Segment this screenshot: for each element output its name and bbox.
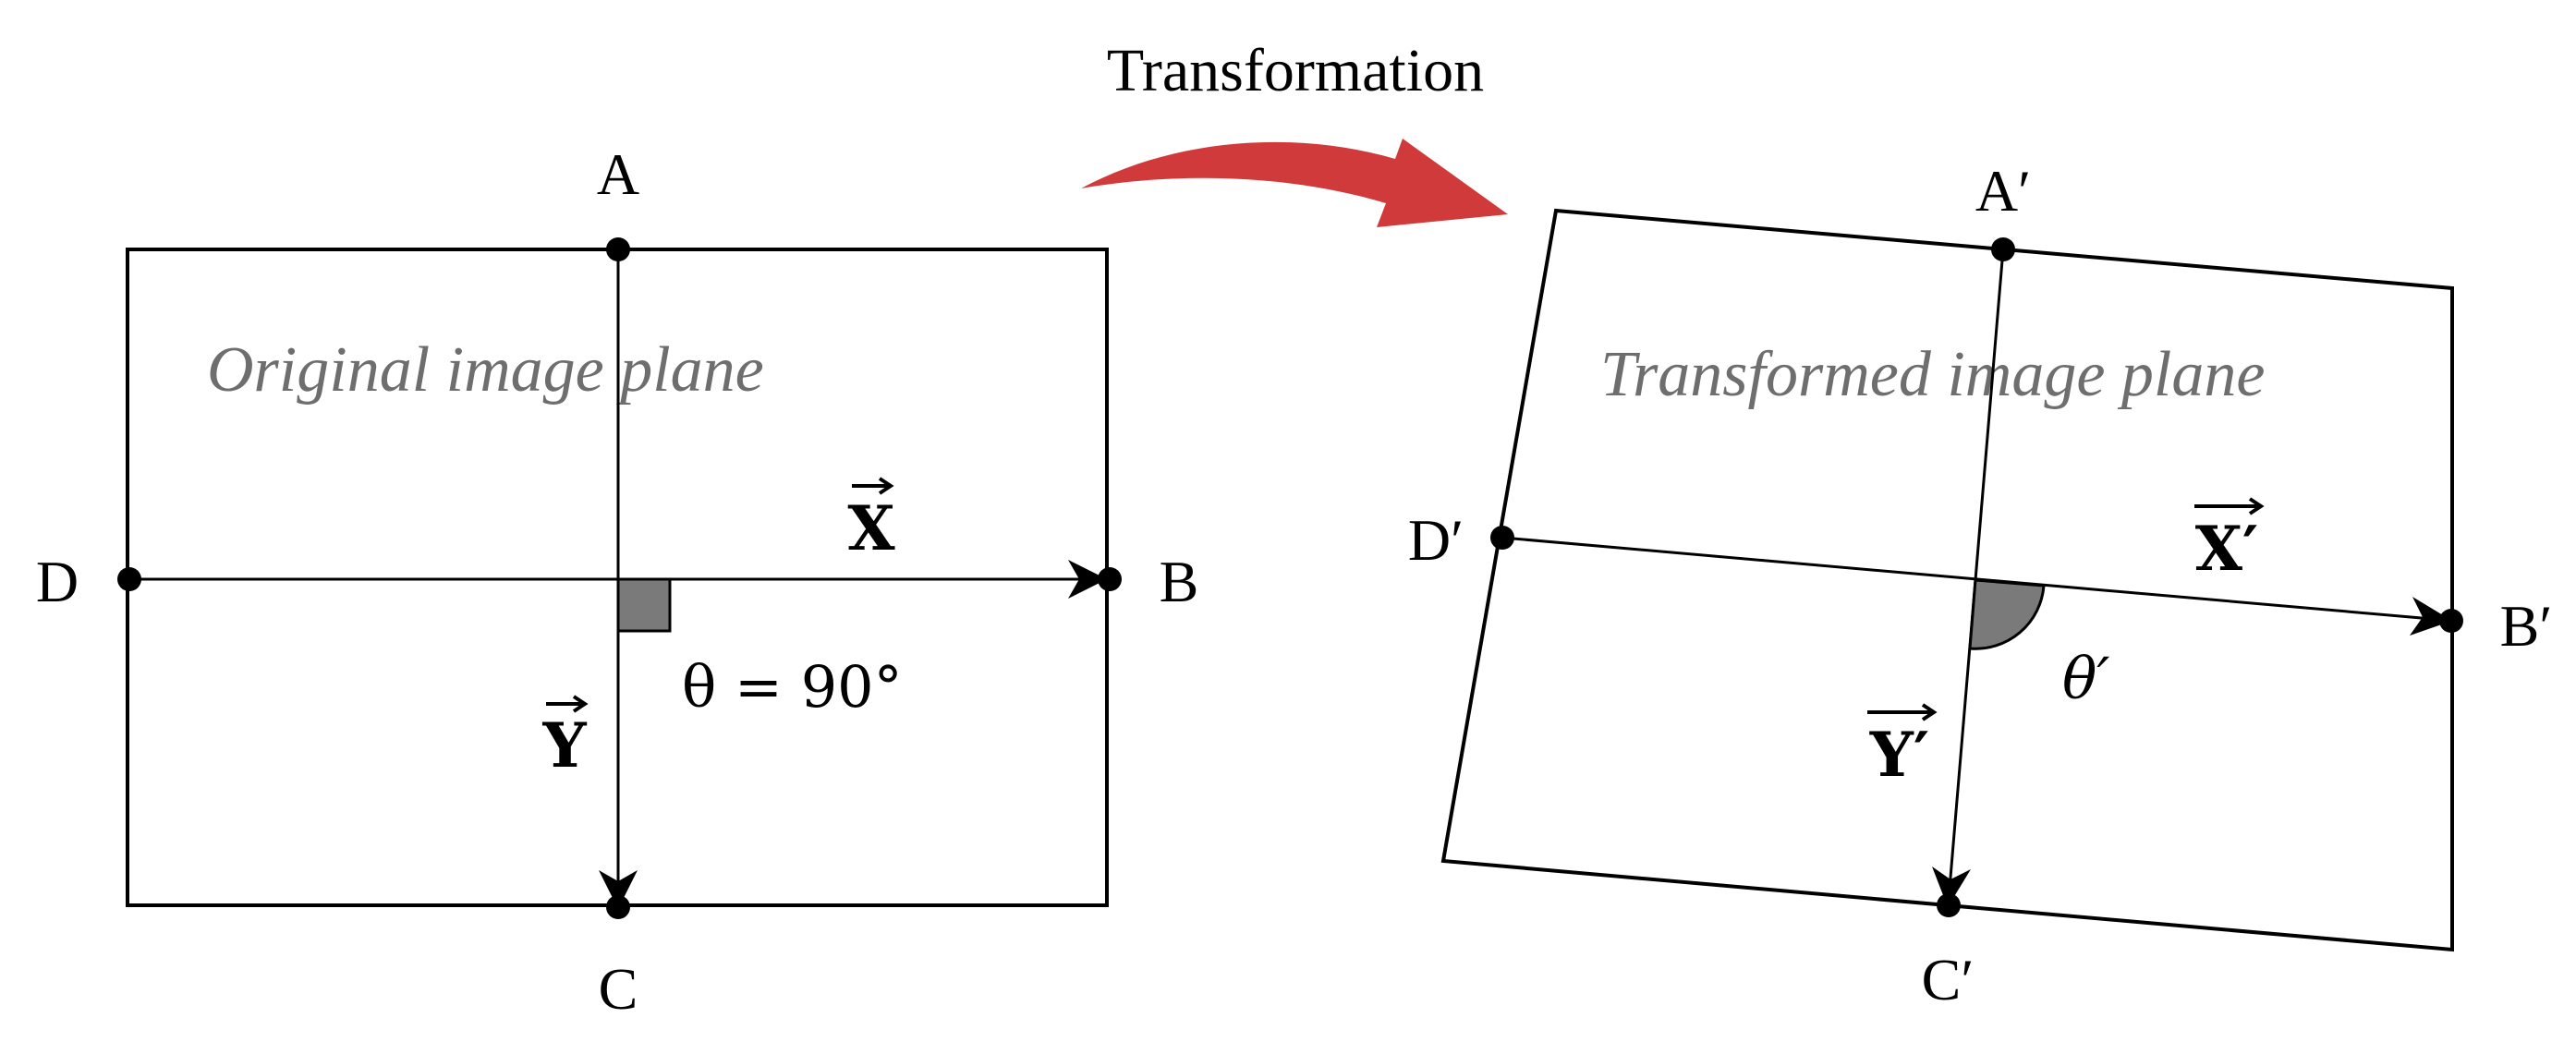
transformed-y-axis — [1948, 248, 2005, 890]
transformed-plane-border — [1440, 208, 2454, 952]
original-plane-label: Original image plane — [207, 334, 764, 406]
original-label-c: C — [599, 956, 638, 1022]
original-point-d — [117, 567, 141, 591]
transformed-y-arrowhead — [1932, 866, 1971, 907]
original-vector-y-arrow-icon — [546, 695, 589, 713]
transformation-arrow-icon — [1081, 139, 1508, 227]
original-point-c — [606, 895, 630, 919]
original-vector-x-arrow-icon — [852, 477, 894, 495]
transformed-plane: Transformed image plane A′ B′ C′ D′ X′ Y… — [1408, 158, 2552, 1012]
original-right-angle-marker — [616, 577, 672, 633]
original-vector-x: X — [847, 492, 895, 564]
transformed-plane-label: Transformed image plane — [1600, 339, 2265, 410]
original-point-b — [1098, 567, 1122, 591]
original-x-arrowhead — [1068, 560, 1107, 599]
transformation-title: Transformation — [1107, 37, 1484, 104]
original-label-b: B — [1160, 549, 1199, 614]
original-point-a — [606, 237, 630, 261]
transformed-vector-x: X′ — [2195, 513, 2259, 585]
transformed-angle-label: θ′ — [2062, 645, 2109, 712]
transformed-x-axis — [1501, 536, 2433, 621]
original-vector-y: Y — [541, 709, 587, 782]
original-label-d: D — [36, 549, 79, 614]
transformed-label-b: B′ — [2500, 593, 2553, 659]
original-label-a: A — [597, 141, 639, 207]
transformed-vector-x-arrow-icon — [2194, 497, 2265, 515]
transformed-x-arrowhead — [2410, 597, 2452, 636]
original-y-arrowhead — [599, 870, 638, 909]
transformed-label-c: C′ — [1922, 947, 1975, 1012]
transformed-point-a — [1991, 237, 2015, 261]
transformed-vector-y: Y′ — [1869, 719, 1930, 791]
transformed-label-a: A′ — [1975, 158, 2031, 224]
transformed-angle-marker — [1968, 578, 2046, 650]
transformed-point-c — [1937, 893, 1961, 917]
transformed-point-b — [2439, 609, 2463, 633]
original-plane: Original image plane A B C D X Y θ = 90° — [36, 141, 1198, 1022]
original-angle-label: θ = 90° — [682, 653, 903, 721]
transformed-label-d: D′ — [1408, 507, 1464, 573]
transformed-vector-y-arrow-icon — [1867, 703, 1938, 721]
transformed-point-d — [1490, 526, 1514, 550]
